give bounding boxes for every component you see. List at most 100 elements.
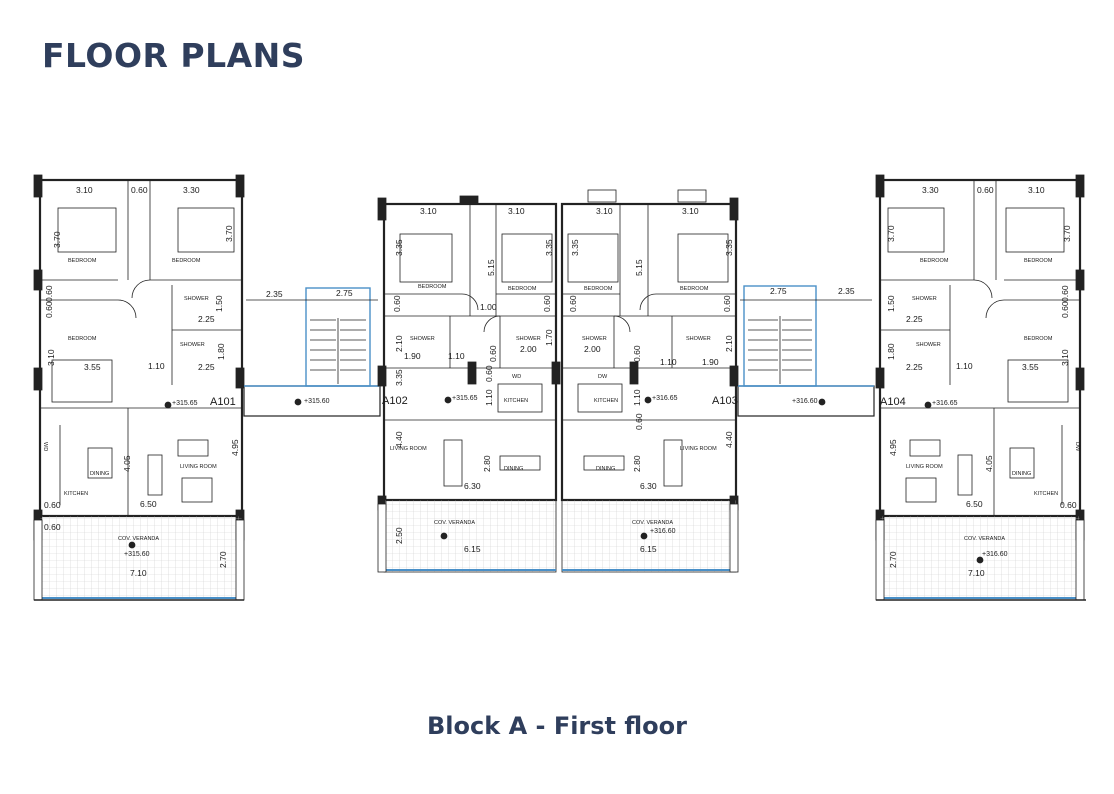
dim-label: 5.15: [634, 259, 644, 276]
page-title: FLOOR PLANS: [42, 36, 306, 75]
room-label: BEDROOM: [1024, 258, 1053, 264]
level-mark: +316.65: [932, 400, 958, 407]
room-label: KITCHEN: [1034, 491, 1058, 497]
unit-label-a101: A101: [210, 396, 236, 408]
room-label: BEDROOM: [680, 286, 709, 292]
room-label: COV. VERANDA: [118, 536, 159, 542]
dim-label: 3.35: [570, 239, 580, 256]
dim-label: 3.10: [1028, 185, 1045, 195]
dim-label: 2.10: [394, 335, 404, 352]
dim-label: 3.10: [1060, 349, 1070, 366]
dim-label: 3.35: [544, 239, 554, 256]
level-mark: +316.60: [650, 528, 676, 535]
room-label: BEDROOM: [418, 284, 447, 290]
dim-label: 4.95: [230, 439, 240, 456]
level-mark: +316.60: [982, 551, 1008, 558]
dim-label: 3.10: [682, 206, 699, 216]
dim-label: 4.05: [984, 455, 994, 472]
room-label: KITCHEN: [594, 398, 618, 404]
room-label: BEDROOM: [920, 258, 949, 264]
dim-label: 3.55: [84, 362, 101, 372]
dim-label: 2.75: [336, 288, 353, 298]
dim-label: 1.90: [702, 357, 719, 367]
dim-label: 0.60: [488, 345, 498, 362]
room-label: DINING: [596, 466, 615, 472]
dim-label: 6.30: [464, 481, 481, 491]
dim-label: 0.60: [44, 285, 54, 302]
room-label: BEDROOM: [1024, 336, 1053, 342]
room-label: LIVING ROOM: [680, 446, 717, 452]
dim-label: 3.10: [596, 206, 613, 216]
room-label: WD: [512, 374, 521, 380]
dim-label: 1.10: [448, 351, 465, 361]
room-label: BEDROOM: [172, 258, 201, 264]
dim-label: 3.30: [922, 185, 939, 195]
dim-label: 4.40: [394, 431, 404, 448]
dim-label: 0.60: [44, 522, 61, 532]
dim-label: 2.80: [632, 455, 642, 472]
room-label: SHOWER: [686, 336, 711, 342]
level-mark: +316.60: [792, 398, 818, 405]
dim-label: 0.60: [44, 500, 61, 510]
dim-label: 0.60: [392, 295, 402, 312]
dim-label: 2.50: [394, 527, 404, 544]
dim-label: 0.60: [542, 295, 552, 312]
dim-label: 2.10: [724, 335, 734, 352]
dim-label: 4.05: [122, 455, 132, 472]
dim-label: 2.35: [838, 286, 855, 296]
level-mark: +315.60: [304, 398, 330, 405]
unit-a104: [875, 174, 1086, 601]
unit-a103: [560, 189, 739, 573]
dim-label: 3.70: [52, 231, 62, 248]
dim-label: 0.60: [632, 345, 642, 362]
dim-label: 2.35: [266, 289, 283, 299]
dim-label: 2.25: [198, 362, 215, 372]
room-label: LIVING ROOM: [390, 446, 427, 452]
dim-label: 7.10: [968, 568, 985, 578]
dim-label: 2.70: [218, 551, 228, 568]
dim-label: 3.30: [183, 185, 200, 195]
dim-label: 5.15: [486, 259, 496, 276]
dim-label: 3.10: [76, 185, 93, 195]
dim-label: 6.50: [966, 499, 983, 509]
dim-label: 1.10: [660, 357, 677, 367]
plan-caption: Block A - First floor: [427, 712, 687, 740]
room-label: COV. VERANDA: [964, 536, 1005, 542]
room-label: BEDROOM: [584, 286, 613, 292]
room-label: LIVING ROOM: [180, 464, 217, 470]
room-label: KITCHEN: [504, 398, 528, 404]
room-label: SHOWER: [184, 296, 209, 302]
corridor-left: [243, 287, 381, 417]
unit-label-a104: A104: [880, 396, 906, 408]
room-label: WD: [42, 442, 48, 451]
dim-label: 2.70: [888, 551, 898, 568]
room-label: DINING: [90, 471, 109, 477]
unit-label-a103: A103: [712, 395, 738, 407]
room-label: COV. VERANDA: [434, 520, 475, 526]
room-label: SHOWER: [582, 336, 607, 342]
dim-label: 1.10: [148, 361, 165, 371]
dim-label: 2.25: [906, 314, 923, 324]
dim-label: 0.60: [1060, 500, 1077, 510]
room-label: SHOWER: [916, 342, 941, 348]
dim-label: 4.95: [888, 439, 898, 456]
dim-label: 1.50: [214, 295, 224, 312]
dim-label: 6.50: [140, 499, 157, 509]
dim-label: 3.10: [508, 206, 525, 216]
unit-a101: [33, 174, 245, 601]
dim-label: 0.60: [44, 301, 54, 318]
room-label: SHOWER: [912, 296, 937, 302]
dim-label: 3.10: [420, 206, 437, 216]
dim-label: 2.25: [198, 314, 215, 324]
room-label: DW: [598, 374, 608, 380]
dim-label: 3.35: [394, 239, 404, 256]
room-label: DW: [1074, 442, 1080, 452]
dim-label: 0.60: [634, 413, 644, 430]
dim-label: 0.60: [1060, 301, 1070, 318]
level-mark: +315.65: [452, 395, 478, 402]
dim-label: 1.50: [886, 295, 896, 312]
room-label: SHOWER: [180, 342, 205, 348]
dim-label: 2.00: [520, 344, 537, 354]
room-label: KITCHEN: [64, 491, 88, 497]
